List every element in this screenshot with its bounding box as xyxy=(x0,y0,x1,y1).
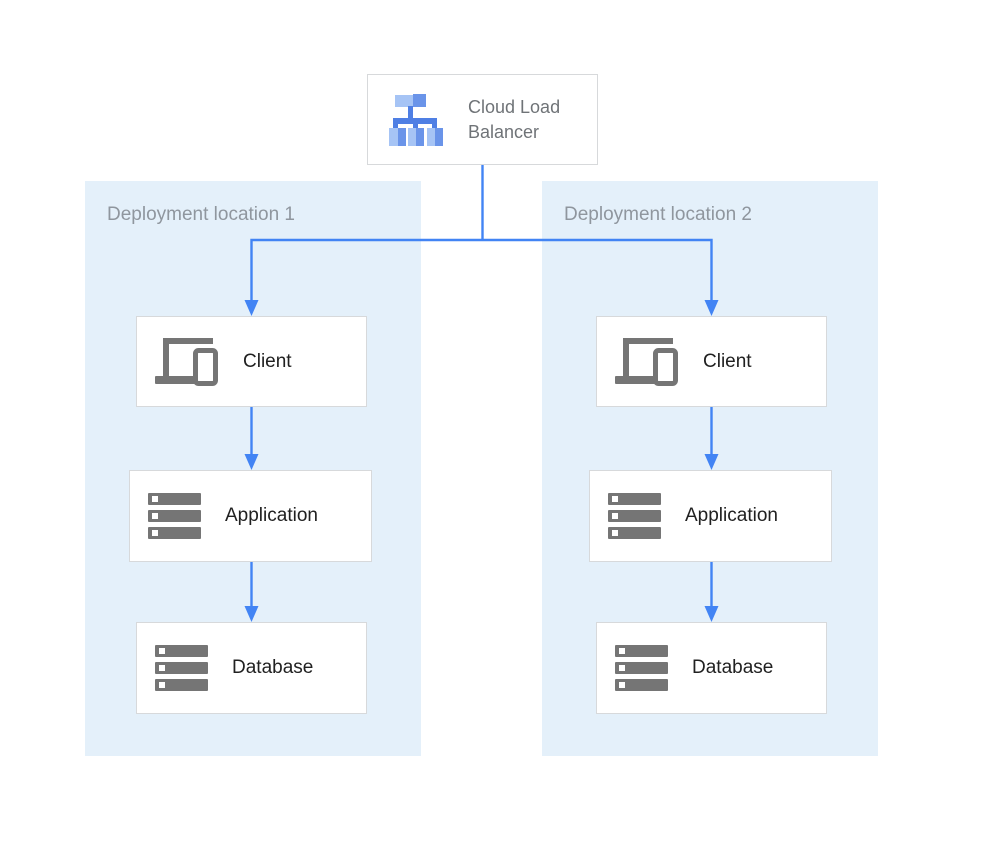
node-label: Cloud Load Balancer xyxy=(468,96,561,142)
node-client-2: Client xyxy=(596,316,827,407)
node-label: Database xyxy=(692,657,774,678)
node-application-1: Application xyxy=(129,470,372,562)
node-client-1: Client xyxy=(136,316,367,407)
client-devices-icon xyxy=(615,337,679,387)
region-label: Deployment location 1 xyxy=(107,204,295,225)
server-stack-icon xyxy=(608,493,661,539)
node-label: Application xyxy=(685,505,778,526)
server-stack-icon xyxy=(615,645,668,691)
server-stack-icon xyxy=(155,645,208,691)
server-stack-icon xyxy=(148,493,201,539)
node-database-1: Database xyxy=(136,622,367,714)
node-database-2: Database xyxy=(596,622,827,714)
node-cloud-load-balancer: Cloud Load Balancer xyxy=(367,74,598,165)
node-label: Database xyxy=(232,657,314,678)
node-label: Client xyxy=(703,350,752,372)
node-label: Client xyxy=(243,350,292,372)
node-application-2: Application xyxy=(589,470,832,562)
region-label: Deployment location 2 xyxy=(564,204,752,225)
client-devices-icon xyxy=(155,337,219,387)
load-balancer-icon xyxy=(389,93,443,146)
node-label: Application xyxy=(225,505,318,526)
